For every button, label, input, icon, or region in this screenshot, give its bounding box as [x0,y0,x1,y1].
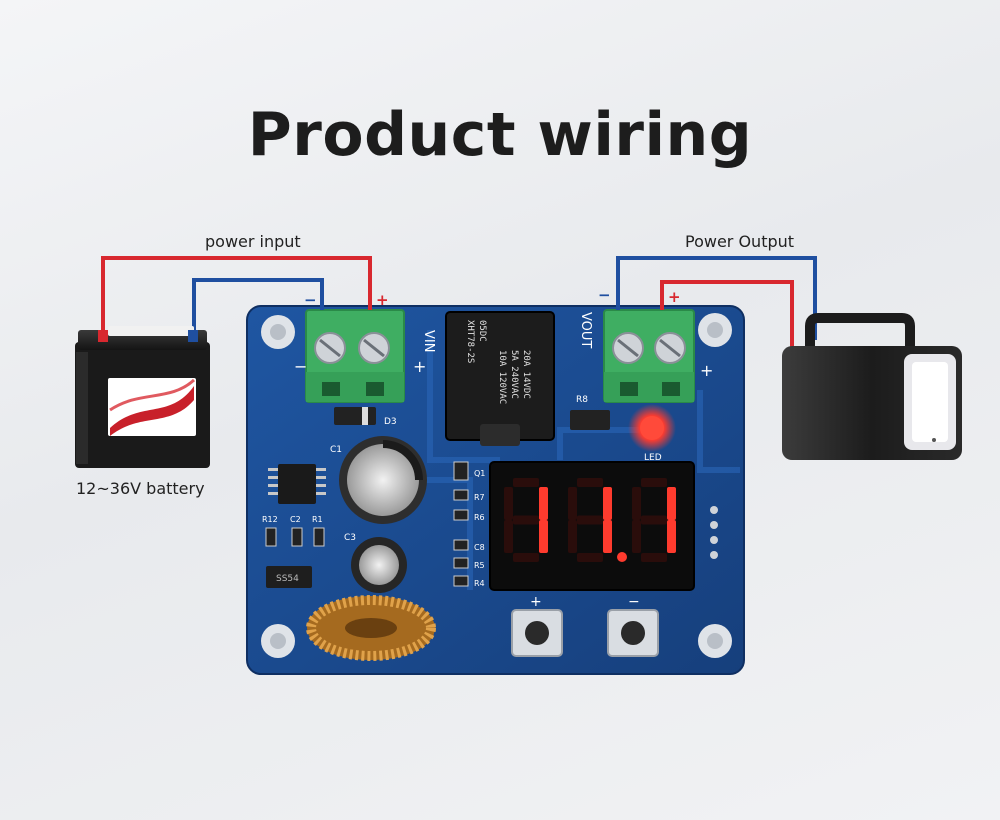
svg-text:10A 120VAC: 10A 120VAC [497,350,507,404]
segment-2-g [641,515,667,525]
svg-text:XHT78-2S: XHT78-2S [465,320,475,363]
power-input-label: power input [205,232,301,251]
segment-0-f [504,487,513,520]
svg-text:C8: C8 [474,543,485,552]
segment-1-g [577,515,603,525]
plus-button: + [511,594,563,657]
mounting-hole-bottom-left [261,624,295,658]
vout-plus-mark: + [700,361,713,380]
svg-text:R4: R4 [474,579,485,588]
diode-r8: R8 [570,395,610,430]
svg-text:R6: R6 [474,513,485,522]
svg-text:−: − [598,286,611,304]
svg-text:+: + [668,288,681,306]
output-red-wire: + [660,280,794,350]
segment-0-b [539,487,548,520]
svg-text:R12: R12 [262,515,278,524]
vin-plus-mark: + [413,357,426,376]
decimal-point [617,552,627,562]
relay: XHT78-2S 05DC 10A 120VAC 5A 240VAC 20A 1… [445,311,555,446]
svg-text:D3: D3 [384,417,397,427]
svg-text:C1: C1 [330,445,342,455]
svg-text:20A 14VDC: 20A 14VDC [521,350,531,399]
page-title: Product wiring [247,100,753,170]
segment-0-g [513,515,539,525]
svg-text:5A 240VAC: 5A 240VAC [509,350,519,399]
vout-label: VOUT [578,312,593,348]
diode-d3: D3 [334,407,397,427]
svg-text:R1: R1 [312,515,323,524]
svg-text:−: − [628,594,640,610]
power-output-label: Power Output [685,232,795,251]
mounting-hole-top-left [261,315,295,349]
capacitor-c1: C1 [330,436,427,524]
pcb-board: VIN − + VOUT + XHT78-2S 05DC 10A 120VAC … [246,305,745,675]
power-station [782,313,962,460]
input-blue-wire: − [192,278,324,336]
svg-text:+: + [530,594,542,610]
mounting-hole-top-right [698,313,732,347]
input-terminal-block [305,309,405,403]
segment-1-e [568,520,577,553]
segment-0-c [539,520,548,553]
svg-text:05DC: 05DC [477,320,487,342]
segment-2-a [641,478,667,487]
output-terminal-block [603,309,695,403]
svg-text:−: − [304,291,317,309]
minus-button: − [607,594,659,657]
svg-text:SS54: SS54 [276,574,299,584]
segment-1-b [603,487,612,520]
svg-text:C3: C3 [344,533,356,543]
toroid-inductor [306,595,436,661]
segment-1-c [603,520,612,553]
diode-ss54: SS54 [266,566,312,588]
seven-segment-display [489,461,718,591]
battery [75,326,210,468]
svg-text:LED: LED [644,453,662,463]
battery-label: 12~36V battery [76,479,205,498]
vin-minus-mark: − [294,357,307,376]
svg-text:+: + [376,291,389,309]
input-red-wire: + [101,256,389,340]
svg-text:R8: R8 [576,395,588,405]
segment-0-d [513,553,539,562]
segment-2-b [667,487,676,520]
svg-text:R7: R7 [474,493,485,502]
segment-2-c [667,520,676,553]
segment-2-f [632,487,641,520]
segment-2-d [641,553,667,562]
segment-1-d [577,553,603,562]
svg-text:C2: C2 [290,515,301,524]
mounting-hole-bottom-right [698,624,732,658]
segment-0-e [504,520,513,553]
capacitor-c3: C3 [344,533,407,593]
segment-1-a [577,478,603,487]
smd-components: R12 C2 R1 Q1 R7 R6 C8 R5 R4 [262,461,485,588]
segment-2-e [632,520,641,553]
svg-text:R5: R5 [474,561,485,570]
vin-label: VIN [421,330,436,352]
output-blue-wire: − [598,256,817,340]
segment-0-a [513,478,539,487]
status-led: LED [628,404,676,463]
svg-text:Q1: Q1 [474,469,485,478]
ic-chip [268,464,326,504]
segment-1-f [568,487,577,520]
